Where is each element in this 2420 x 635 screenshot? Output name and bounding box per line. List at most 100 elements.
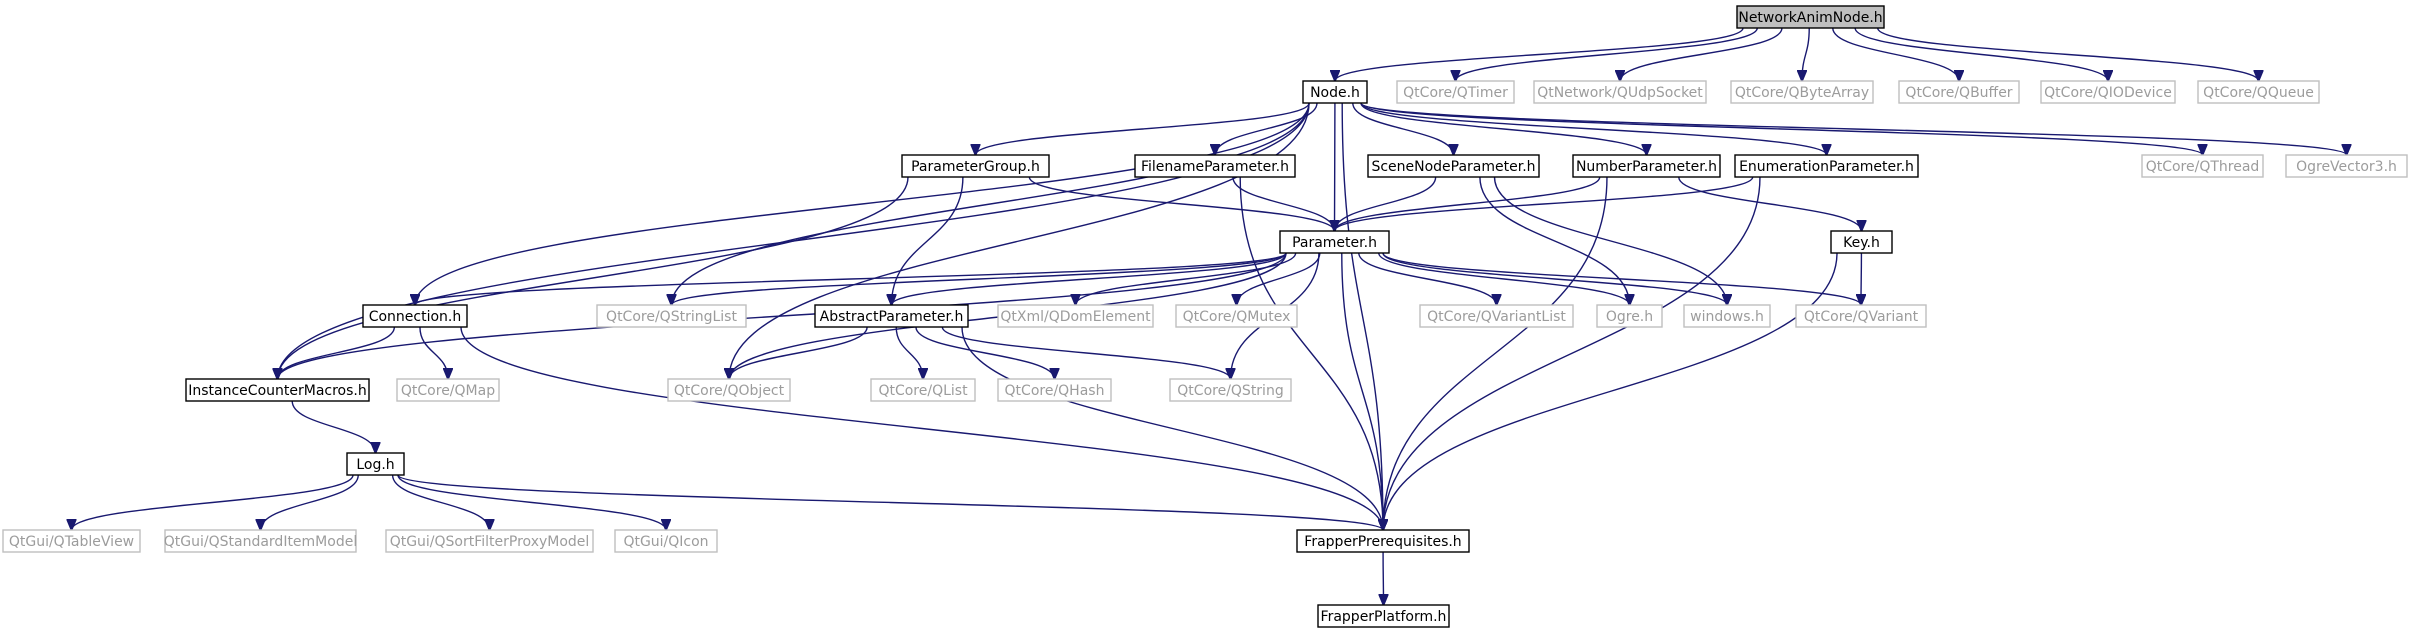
node-connection[interactable]: Connection.h	[362, 304, 468, 328]
edge-parameter-to-frapperprereq	[1341, 252, 1383, 530]
node-label-qmutex: QtCore/QMutex	[1183, 309, 1291, 325]
node-frapperplatform[interactable]: FrapperPlatform.h	[1317, 604, 1450, 628]
node-box-numberparam	[1572, 154, 1721, 178]
edge-abstractparam-to-qobject	[729, 326, 868, 379]
node-qbytearray: QtCore/QByteArray	[1730, 80, 1874, 104]
node-log[interactable]: Log.h	[346, 452, 405, 476]
edge-abstractparam-to-qhash	[915, 326, 1055, 379]
node-paramgroup[interactable]: ParameterGroup.h	[901, 154, 1050, 178]
edge-abstractparam-to-qstring	[941, 326, 1230, 379]
node-label-qicon: QtGui/QIcon	[623, 534, 708, 550]
node-label-ogrevector3: OgreVector3.h	[2296, 159, 2397, 175]
node-label-qhash: QtCore/QHash	[1005, 383, 1105, 399]
node-box-node	[1302, 80, 1368, 104]
edge-parameter-to-instancecounter	[278, 252, 1287, 379]
node-label-qstditem: QtGui/QStandardItemModel	[164, 534, 357, 550]
edge-connection-to-instancecounter	[278, 326, 396, 379]
edge-parameter-to-qstringlist	[672, 252, 1287, 305]
node-label-connection: Connection.h	[369, 309, 462, 325]
node-box-qmutex	[1175, 304, 1298, 328]
edge-log-to-qstditem	[261, 474, 359, 530]
edge-parameter-to-qdomelement	[1076, 252, 1297, 305]
node-box-instancecounter	[185, 378, 370, 402]
node-label-qtimer: QtCore/QTimer	[1403, 85, 1508, 101]
node-box-qbuffer	[1898, 80, 2020, 104]
edge-root-to-qtimer	[1456, 27, 1758, 81]
node-box-qtimer	[1396, 80, 1515, 104]
node-qbuffer: QtCore/QBuffer	[1898, 80, 2020, 104]
node-box-qsortfilter	[385, 529, 594, 553]
node-label-qvariantlist: QtCore/QVariantList	[1427, 309, 1566, 325]
node-enumparam[interactable]: EnumerationParameter.h	[1734, 154, 1919, 178]
edge-abstractparam-to-frapperprereq	[961, 326, 1383, 530]
node-label-qiodevice: QtCore/QIODevice	[2044, 85, 2172, 101]
node-box-abstractparam	[814, 304, 969, 328]
node-label-qthread: QtCore/QThread	[2146, 159, 2260, 175]
node-filenameparam[interactable]: FilenameParameter.h	[1134, 154, 1296, 178]
node-label-root: NetworkAnimNode.h	[1738, 10, 1882, 26]
edge-parameter-to-qvariant	[1382, 252, 1861, 305]
node-numberparam[interactable]: NumberParameter.h	[1572, 154, 1721, 178]
node-box-qtableview	[2, 529, 141, 553]
node-box-qiodevice	[2040, 80, 2176, 104]
edge-log-to-frapperprereq	[397, 474, 1383, 530]
node-ogre: Ogre.h	[1596, 304, 1663, 328]
node-label-paramgroup: ParameterGroup.h	[911, 159, 1040, 175]
node-frapperprereq[interactable]: FrapperPrerequisites.h	[1296, 529, 1470, 553]
node-abstractparam[interactable]: AbstractParameter.h	[814, 304, 969, 328]
edge-numberparam-to-key	[1678, 176, 1862, 231]
node-root[interactable]: NetworkAnimNode.h	[1736, 5, 1885, 29]
node-box-qudp	[1533, 80, 1707, 104]
node-box-filenameparam	[1134, 154, 1296, 178]
node-label-instancecounter: InstanceCounterMacros.h	[188, 383, 366, 399]
node-box-paramgroup	[901, 154, 1050, 178]
node-box-qlist	[870, 378, 976, 402]
node-label-qobject: QtCore/QObject	[674, 383, 785, 399]
edge-root-to-node	[1335, 27, 1744, 81]
node-box-key	[1830, 230, 1893, 254]
edge-parameter-to-abstractparam	[892, 252, 1287, 305]
node-scenenodeparam[interactable]: SceneNodeParameter.h	[1367, 154, 1540, 178]
node-qmutex: QtCore/QMutex	[1175, 304, 1298, 328]
node-box-qmap	[396, 378, 500, 402]
edge-abstractparam-to-qlist	[895, 326, 923, 379]
node-label-qmap: QtCore/QMap	[401, 383, 495, 399]
edge-parameter-to-qmutex	[1237, 252, 1321, 305]
edge-node-to-filenameparam	[1215, 102, 1318, 155]
node-qtableview: QtGui/QTableView	[2, 529, 141, 553]
node-qhash: QtCore/QHash	[997, 378, 1112, 402]
node-node[interactable]: Node.h	[1302, 80, 1368, 104]
edge-enumparam-to-parameter	[1335, 176, 1754, 231]
node-parameter[interactable]: Parameter.h	[1279, 230, 1390, 254]
edge-parameter-to-connection	[415, 252, 1287, 305]
node-qvariant: QtCore/QVariant	[1795, 304, 1927, 328]
node-label-abstractparam: AbstractParameter.h	[820, 309, 964, 325]
node-qstring: QtCore/QString	[1169, 378, 1292, 402]
node-box-frapperplatform	[1317, 604, 1450, 628]
edge-log-to-qicon	[397, 474, 666, 530]
node-qstringlist: QtCore/QStringList	[596, 304, 747, 328]
node-box-qqueue	[2197, 80, 2320, 104]
node-instancecounter[interactable]: InstanceCounterMacros.h	[185, 378, 370, 402]
edge-parameter-to-qvariantlist	[1358, 252, 1497, 305]
node-qsortfilter: QtGui/QSortFilterProxyModel	[385, 529, 594, 553]
node-label-enumparam: EnumerationParameter.h	[1739, 159, 1914, 175]
edge-node-to-ogrevector3	[1360, 102, 2347, 155]
edge-numberparam-to-parameter	[1335, 176, 1601, 231]
edge-enumparam-to-frapperprereq	[1383, 176, 1761, 530]
edge-node-to-enumparam	[1360, 102, 1827, 155]
edge-parameter-to-ogre	[1378, 252, 1630, 305]
edge-scenenodeparam-to-ogre	[1479, 176, 1630, 305]
node-key[interactable]: Key.h	[1830, 230, 1893, 254]
edge-paramgroup-to-parameter	[1028, 176, 1334, 231]
node-label-frapperplatform: FrapperPlatform.h	[1321, 609, 1447, 625]
edge-filenameparam-to-parameter	[1232, 176, 1335, 231]
node-box-qstditem	[164, 529, 357, 553]
node-label-qudp: QtNetwork/QUdpSocket	[1537, 85, 1703, 101]
edge-filenameparam-to-frapperprereq	[1239, 176, 1383, 530]
node-qiodevice: QtCore/QIODevice	[2040, 80, 2176, 104]
node-label-qbuffer: QtCore/QBuffer	[1905, 85, 2012, 101]
node-qqueue: QtCore/QQueue	[2197, 80, 2320, 104]
node-box-qbytearray	[1730, 80, 1874, 104]
